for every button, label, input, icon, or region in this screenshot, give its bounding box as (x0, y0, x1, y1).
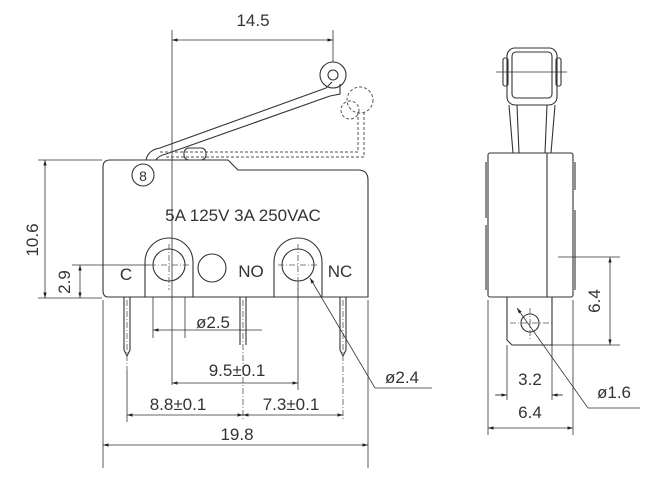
label-nc: NC (328, 262, 353, 281)
dim-lever-reach: 14.5 (236, 11, 269, 30)
front-view: 8 5A 125V 3A 250VAC C NO NC 14.5 10.6 2.… (23, 11, 432, 468)
dim-length: 19.8 (220, 425, 253, 444)
dim-width: 6.4 (518, 403, 542, 422)
dim-terminal-height: 2.9 (55, 270, 74, 294)
dim-pin-pitch-right: 7.3±0.1 (263, 395, 320, 414)
dim-pin-pitch-left: 8.8±0.1 (150, 395, 207, 414)
switch-body (102, 159, 369, 298)
dim-pin-offset: 3.2 (518, 370, 542, 389)
label-c: C (120, 265, 132, 284)
terminal-side (506, 297, 553, 346)
side-view: 6.4 3.2 6.4 ø1.6 (485, 47, 640, 435)
terminal-boss-nc (273, 237, 323, 297)
body-side (487, 152, 574, 298)
lever-arm (145, 61, 347, 161)
dim-hole-dia: ø2.4 (385, 368, 419, 387)
label-no: NO (238, 262, 264, 281)
dim-hole-dia-small: ø2.5 (196, 313, 230, 332)
dim-hole-spacing: 9.5±0.1 (209, 361, 266, 380)
lever-actuated-position (160, 86, 374, 158)
marking-circle (131, 163, 155, 187)
terminal-boss-c (144, 237, 194, 297)
dim-height: 10.6 (23, 223, 42, 256)
marking-text: 8 (139, 168, 147, 184)
dim-pin-height: 6.4 (585, 289, 604, 313)
pilot-hole (197, 253, 227, 283)
rating-text: 5A 125V 3A 250VAC (165, 206, 321, 225)
terminal-pins (123, 297, 347, 420)
roller-icon (319, 61, 347, 89)
dim-pin-hole-dia: ø1.6 (597, 383, 631, 402)
roller-side (496, 47, 567, 154)
